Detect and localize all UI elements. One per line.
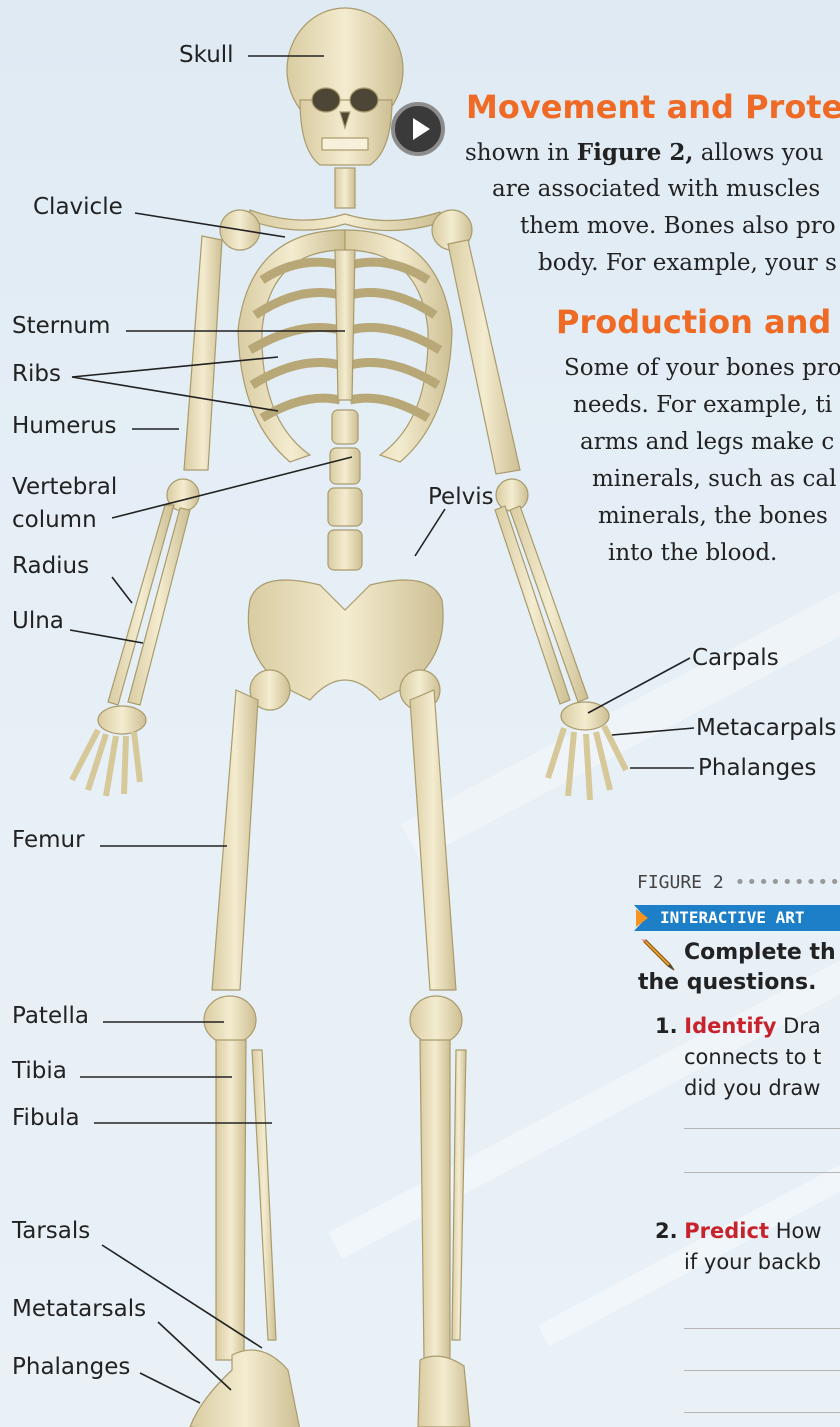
- section2-line: minerals, such as cal: [592, 466, 836, 492]
- section2-line: minerals, the bones: [598, 503, 828, 529]
- pencil-icon: [638, 936, 678, 972]
- section2-line: into the blood.: [608, 540, 777, 566]
- leader-pelvis: [415, 509, 445, 556]
- label-metatarsals: Metatarsals: [12, 1295, 146, 1323]
- label-tibia: Tibia: [12, 1057, 67, 1085]
- label-column: column: [12, 506, 97, 534]
- heading-movement-protection: Movement and Prote: [466, 88, 840, 126]
- right-leg-bones: [400, 670, 470, 1427]
- question-2: 2. Predict How: [655, 1219, 822, 1243]
- question-1: 1. Identify Dra: [655, 1014, 821, 1038]
- label-phalanges-foot: Phalanges: [12, 1353, 130, 1381]
- answer-line[interactable]: [684, 1412, 840, 1413]
- question-1-line: connects to t: [684, 1045, 821, 1069]
- label-phalanges-hand: Phalanges: [698, 754, 816, 782]
- label-vertebral: Vertebral: [12, 473, 117, 501]
- answer-line[interactable]: [684, 1328, 840, 1329]
- clavicle-bone: [248, 210, 442, 231]
- left-arm-bones: [72, 210, 260, 796]
- label-metacarpals: Metacarpals: [696, 714, 836, 742]
- label-skull: Skull: [179, 41, 234, 69]
- leader-metacarpals: [612, 728, 694, 735]
- play-icon: [413, 118, 430, 140]
- skull-bone: [287, 8, 403, 165]
- instruction-line: Complete th: [684, 940, 836, 965]
- sternum-bone: [335, 250, 355, 400]
- banner-arrow-icon: [636, 909, 648, 927]
- section2-line: needs. For example, ti: [573, 392, 832, 418]
- label-clavicle: Clavicle: [33, 193, 123, 221]
- label-femur: Femur: [12, 826, 85, 854]
- lumbar-spine: [328, 410, 362, 570]
- label-humerus: Humerus: [12, 412, 116, 440]
- label-tarsals: Tarsals: [12, 1217, 90, 1245]
- answer-line[interactable]: [684, 1172, 840, 1173]
- cervical-spine: [335, 168, 355, 208]
- leader-radius: [112, 577, 132, 603]
- section1-line: are associated with muscles: [492, 176, 820, 202]
- heading-production-storage: Production and: [556, 303, 831, 341]
- interactive-art-banner[interactable]: INTERACTIVE ART: [634, 905, 840, 931]
- answer-line[interactable]: [684, 1370, 840, 1371]
- label-ribs: Ribs: [12, 360, 61, 388]
- label-patella: Patella: [12, 1002, 89, 1030]
- label-carpals: Carpals: [692, 644, 779, 672]
- play-media-button[interactable]: [391, 102, 445, 156]
- leader-vertebral: [112, 457, 352, 518]
- section2-line: Some of your bones pro: [564, 355, 840, 381]
- label-fibula: Fibula: [12, 1104, 80, 1132]
- leader-phalanges-foot: [140, 1373, 200, 1403]
- label-radius: Radius: [12, 552, 89, 580]
- section1-line: shown in Figure 2, allows you: [465, 139, 823, 166]
- instruction-line: the questions.: [638, 970, 816, 995]
- label-pelvis: Pelvis: [428, 483, 494, 511]
- left-leg-bones: [190, 670, 300, 1427]
- section2-line: arms and legs make c: [580, 429, 834, 455]
- section1-line: them move. Bones also pro: [520, 213, 836, 239]
- label-sternum: Sternum: [12, 312, 110, 340]
- question-1-line: did you draw: [684, 1076, 820, 1100]
- answer-line[interactable]: [684, 1128, 840, 1129]
- leader-carpals: [588, 658, 690, 713]
- question-2-line: if your backb: [684, 1250, 821, 1274]
- figure-number: FIGURE 2 ••••••••••••: [637, 872, 840, 893]
- label-ulna: Ulna: [12, 607, 64, 635]
- section1-line: body. For example, your s: [538, 250, 837, 276]
